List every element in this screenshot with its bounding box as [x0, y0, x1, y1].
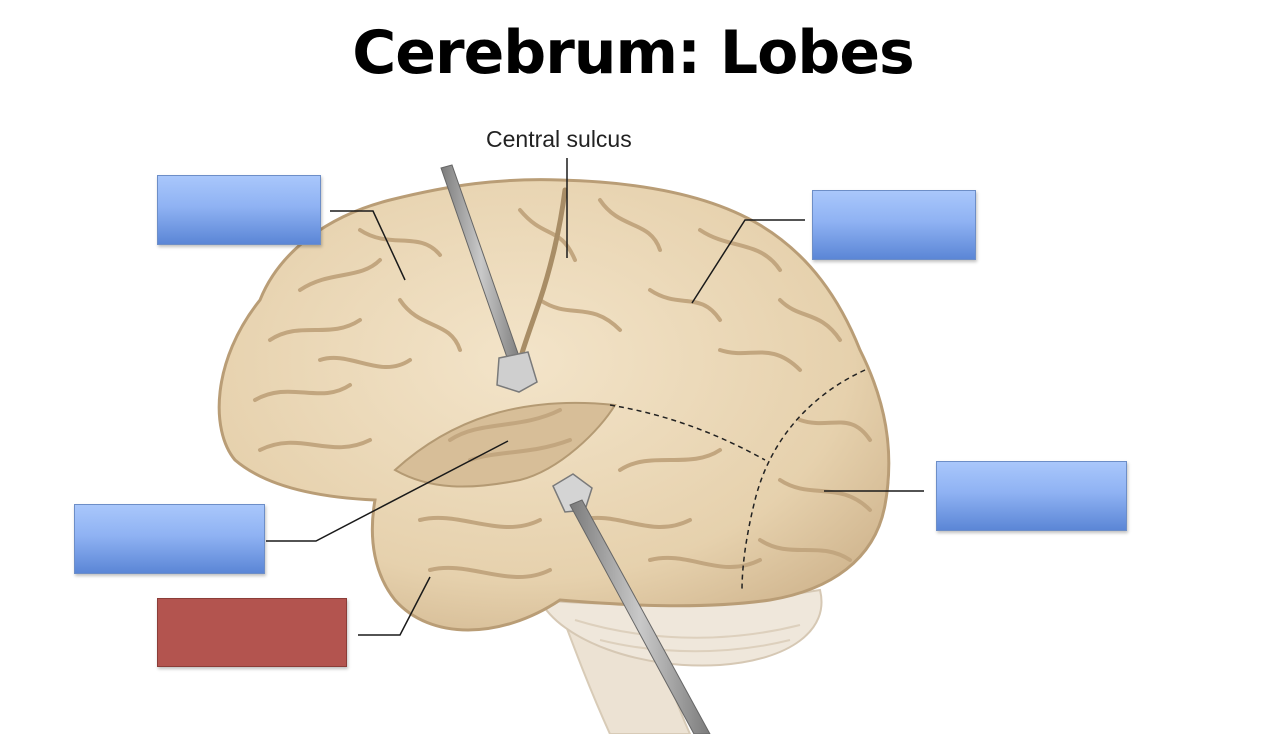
upper-probe: [440, 164, 538, 393]
central-sulcus-label: Central sulcus: [486, 126, 632, 152]
frontal-leader: [330, 210, 406, 281]
insula-leader: [266, 440, 509, 542]
parietal-leader: [691, 219, 805, 304]
insula-label-box[interactable]: [74, 504, 265, 574]
occipital-lobe-label-box[interactable]: [936, 461, 1127, 531]
lower-probe: [552, 473, 711, 734]
parietal-lobe-label-box[interactable]: [812, 190, 976, 260]
slide-title: Cerebrum: Lobes: [352, 18, 914, 88]
frontal-lobe-label-box[interactable]: [157, 175, 321, 245]
cerebrum: [217, 178, 891, 632]
temporal-lobe-label-box[interactable]: [157, 598, 347, 667]
leader-lines: [266, 158, 924, 636]
temporal-leader: [358, 576, 431, 636]
